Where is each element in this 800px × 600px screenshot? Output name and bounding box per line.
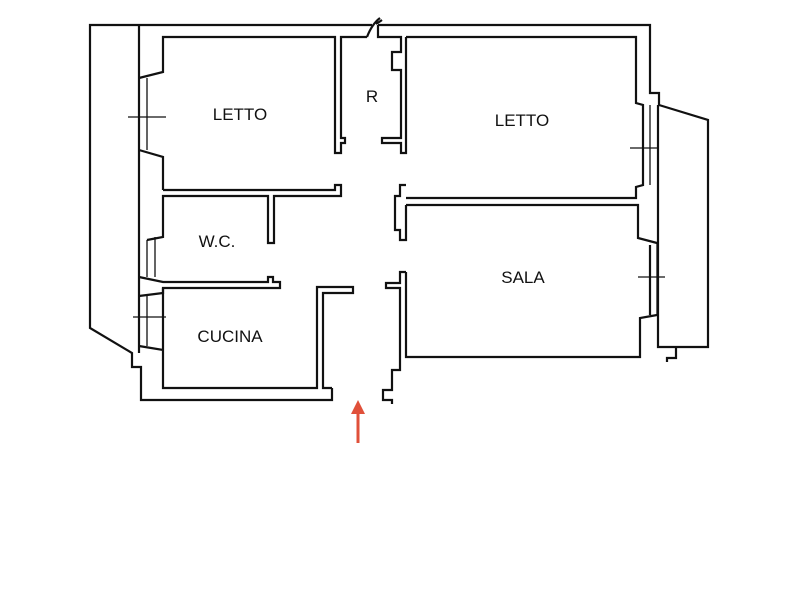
room-label-ripostiglio: R bbox=[365, 87, 379, 106]
arrow-up-icon bbox=[351, 400, 365, 443]
wall-letto-right bbox=[406, 35, 645, 200]
entrance-door-swing bbox=[365, 17, 383, 38]
balcony bbox=[656, 103, 710, 362]
window-wc bbox=[146, 237, 156, 277]
room-label-letto-left: LETTO bbox=[212, 105, 268, 124]
wall-closet bbox=[376, 25, 408, 155]
room-label-sala: SALA bbox=[501, 268, 545, 287]
wall-hall-lower bbox=[381, 270, 406, 404]
window-sala bbox=[638, 243, 665, 315]
wall-partition-wc bbox=[146, 183, 343, 245]
room-label-wc: W.C. bbox=[198, 232, 236, 251]
window-letto-right bbox=[630, 105, 658, 185]
wall-partition-kitchen bbox=[138, 275, 282, 298]
window-cucina bbox=[133, 296, 166, 346]
wall-hall-middle bbox=[393, 183, 408, 242]
wall-cucina bbox=[138, 285, 355, 390]
wall-letto-left bbox=[138, 35, 367, 190]
wall-sala bbox=[404, 203, 658, 359]
room-label-cucina: CUCINA bbox=[197, 327, 263, 346]
window-letto-left bbox=[128, 78, 166, 150]
outer-wall-right bbox=[378, 23, 661, 105]
outer-wall bbox=[88, 23, 372, 402]
room-label-letto-right: LETTO bbox=[494, 111, 550, 130]
